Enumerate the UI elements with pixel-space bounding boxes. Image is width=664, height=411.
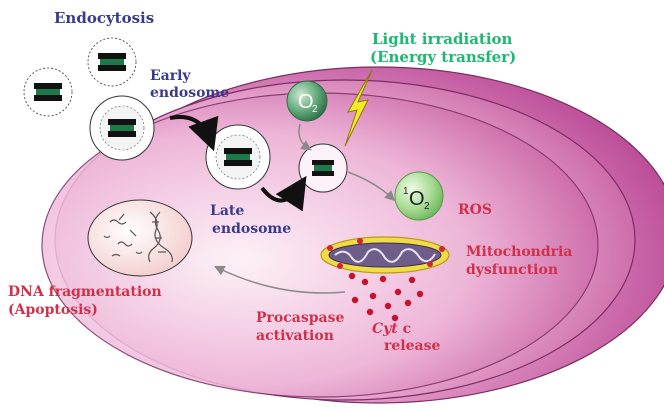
label-dysfunction: dysfunction xyxy=(466,262,559,278)
o2-subscript: 2 xyxy=(312,104,318,115)
dna-helix xyxy=(148,211,173,263)
label-procaspase: Procaspase xyxy=(256,310,345,326)
irradiated-endosome xyxy=(298,143,348,193)
label-endocytosis: Endocytosis xyxy=(54,9,155,27)
label-light-irradiation: Light irradiation xyxy=(372,30,513,48)
label-activation: activation xyxy=(256,328,334,344)
late-endosome xyxy=(205,124,271,190)
cytochrome-c-dots xyxy=(348,272,424,322)
mitochondrion xyxy=(320,236,450,274)
nucleus xyxy=(87,199,193,277)
label-mitochondria: Mitochondria xyxy=(466,244,573,260)
label-dna-fragmentation: DNA fragmentation xyxy=(8,284,162,300)
nanoparticle xyxy=(23,67,73,117)
label-release: release xyxy=(384,338,441,354)
arrow-late-to-irradiated xyxy=(260,175,307,212)
label-cyt-c: Cyt c xyxy=(372,320,411,338)
arrow-early-to-late xyxy=(169,115,219,152)
singlet-superscript: 1 xyxy=(403,186,409,197)
o2-letter: O xyxy=(298,91,314,113)
early-endosome xyxy=(89,95,155,161)
singlet-letter: O xyxy=(409,188,425,210)
label-early-endosome-line1: Early xyxy=(150,68,191,84)
oxygen-molecule: O 2 xyxy=(286,80,328,122)
label-apoptosis: (Apoptosis) xyxy=(8,302,98,318)
singlet-oxygen: 1 O 2 xyxy=(394,171,444,221)
nanoparticle xyxy=(87,37,137,87)
label-late-endosome-line2: endosome xyxy=(212,221,292,237)
label-early-endosome-line2: endosome xyxy=(150,85,230,101)
lightning-bolt-icon xyxy=(344,69,373,147)
dna-fragments xyxy=(103,213,143,257)
label-late-endosome-line1: Late xyxy=(210,203,245,219)
arrow-procaspase-to-dna xyxy=(213,265,346,294)
singlet-subscript: 2 xyxy=(424,201,430,212)
label-energy-transfer: (Energy transfer) xyxy=(370,48,517,66)
arrow-o2-to-endosome xyxy=(298,123,312,151)
label-cyt-italic: Cyt xyxy=(372,321,398,337)
arrow-endosome-to-singlet-oxygen xyxy=(347,171,396,202)
label-ros: ROS xyxy=(458,202,492,218)
label-cyt-c-letter: c xyxy=(402,321,412,337)
